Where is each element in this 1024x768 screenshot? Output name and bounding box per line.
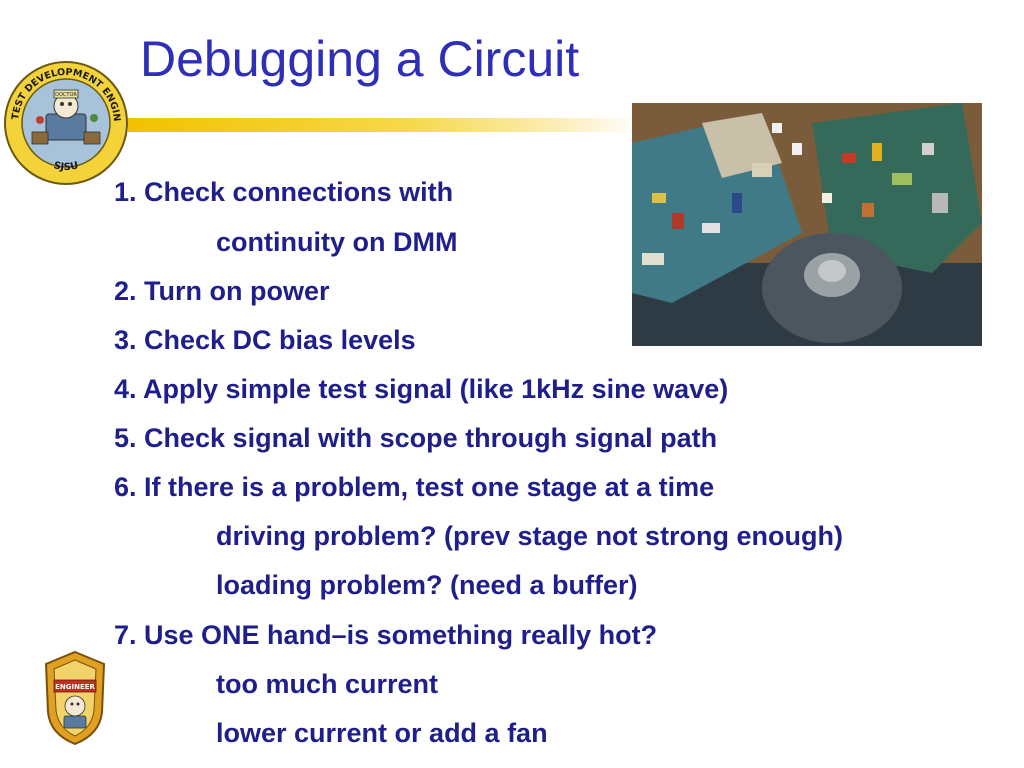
title-underline-bar [128,118,638,132]
step-line: 5. Check signal with scope through signa… [114,423,718,453]
step-line: 1. Check connections with [114,177,454,207]
step-line: driving problem? (prev stage not strong … [216,521,844,551]
step-line: 6. If there is a problem, test one stage… [114,472,715,502]
program-seal-logo: TEST DEVELOPMENT ENGINEERING PROGRAM SJS… [0,52,130,186]
seal-bottom-text: SJSU [52,160,79,173]
step-line: lower current or add a fan [216,718,548,748]
circuit-board-photo [632,103,982,346]
step-line: loading problem? (need a buffer) [216,570,638,600]
engineer-badge-logo: ENGINEER [42,650,108,746]
step-line: continuity on DMM [216,227,458,257]
badge-banner-text: ENGINEER [55,683,95,691]
step-line: 7. Use ONE hand–is something really hot? [114,620,658,650]
svg-text:SJSU: SJSU [52,160,79,173]
step-line: 3. Check DC bias levels [114,325,416,355]
step-line: 2. Turn on power [114,276,330,306]
step-line: too much current [216,669,439,699]
seal-inner-text: DOCTOR [55,92,77,98]
step-line: 4. Apply simple test signal (like 1kHz s… [114,374,729,404]
slide-title: Debugging a Circuit [140,31,580,87]
